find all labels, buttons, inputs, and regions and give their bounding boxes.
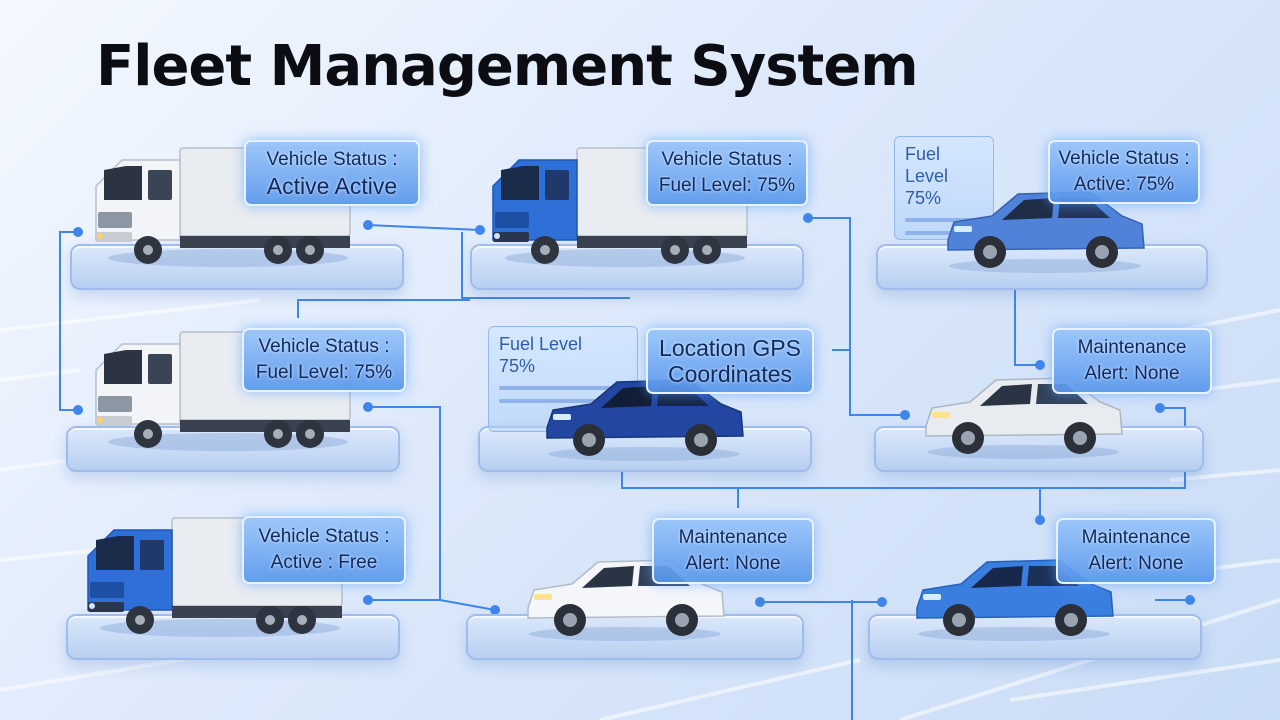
panel-line-1: Vehicle Status : xyxy=(266,149,398,170)
status-panel: Vehicle Status : Fuel Level: 75% xyxy=(242,328,406,392)
gauge-value: 75% xyxy=(499,356,536,376)
vehicle-tile-9[interactable]: Maintenance Alert: None xyxy=(868,516,1216,660)
status-panel: Location GPS Coordinates xyxy=(646,328,814,394)
panel-line-1: Maintenance xyxy=(1077,337,1187,358)
panel-line-2: Alert: None xyxy=(685,553,781,574)
vehicle-tile-1[interactable]: Vehicle Status : Active Active xyxy=(70,140,420,290)
maintenance-panel: Maintenance Alert: None xyxy=(1052,328,1212,394)
status-panel: Vehicle Status : Active: 75% xyxy=(1048,140,1200,204)
panel-line-2: Fuel Level: 75% xyxy=(255,362,393,383)
panel-line-2: Active Active xyxy=(266,173,398,199)
box-truck-icon xyxy=(95,147,351,267)
maintenance-panel: Maintenance Alert: None xyxy=(652,518,814,584)
page-title: Fleet Management System xyxy=(96,34,919,99)
gauge-label: Fuel Level xyxy=(905,144,949,186)
panel-line-2: Coordinates xyxy=(667,361,793,387)
sedan-icon xyxy=(947,191,1145,273)
panel-line-2: Alert: None xyxy=(1084,363,1180,384)
gauge-label: Fuel Level xyxy=(499,334,583,354)
connector-paths xyxy=(59,217,1190,720)
vehicle-tile-5[interactable]: Fuel Level 75% Location GPS Coordinates xyxy=(478,326,814,472)
gauge-bar xyxy=(905,231,983,235)
vehicle-tile-8[interactable]: Maintenance Alert: None xyxy=(466,516,814,660)
panel-line-2: Fuel Level: 75% xyxy=(658,175,796,196)
vehicle-platform xyxy=(470,244,804,290)
vehicle-tile-4[interactable]: Vehicle Status : Fuel Level: 75% xyxy=(66,322,406,472)
gauge-bar xyxy=(499,399,627,403)
vehicle-tile-7[interactable]: Vehicle Status : Active : Free xyxy=(66,510,406,660)
vehicle-tile-3[interactable]: Fuel Level 75% Vehicle Status : Active: … xyxy=(876,136,1208,290)
panel-line-1: Vehicle Status : xyxy=(258,336,390,357)
panel-line-2: Active: 75% xyxy=(1073,174,1175,195)
vehicle-tile-2[interactable]: Vehicle Status : Fuel Level: 75% xyxy=(470,140,808,290)
panel-line-1: Vehicle Status : xyxy=(1058,148,1190,169)
panel-line-1: Vehicle Status : xyxy=(258,526,390,547)
panel-line-2: Alert: None xyxy=(1088,553,1184,574)
panel-line-1: Vehicle Status : xyxy=(661,149,793,170)
panel-line-1: Maintenance xyxy=(678,527,788,548)
vehicle-platform xyxy=(876,244,1208,290)
status-panel: Vehicle Status : Fuel Level: 75% xyxy=(646,140,808,206)
gauge-value: 75% xyxy=(905,188,942,208)
status-panel: Vehicle Status : Active : Free xyxy=(242,516,406,584)
vehicle-platform xyxy=(70,244,404,290)
panel-line-1: Maintenance xyxy=(1081,527,1191,548)
vehicle-tile-6[interactable]: Maintenance Alert: None xyxy=(874,326,1212,472)
panel-line-2: Active : Free xyxy=(270,552,378,573)
panel-line-1: Location GPS xyxy=(659,335,801,361)
gauge-bar xyxy=(499,386,627,390)
status-panel: Vehicle Status : Active Active xyxy=(244,140,420,206)
sedan-icon xyxy=(925,377,1123,459)
gauge-bar xyxy=(905,218,983,222)
maintenance-panel: Maintenance Alert: None xyxy=(1056,518,1216,584)
